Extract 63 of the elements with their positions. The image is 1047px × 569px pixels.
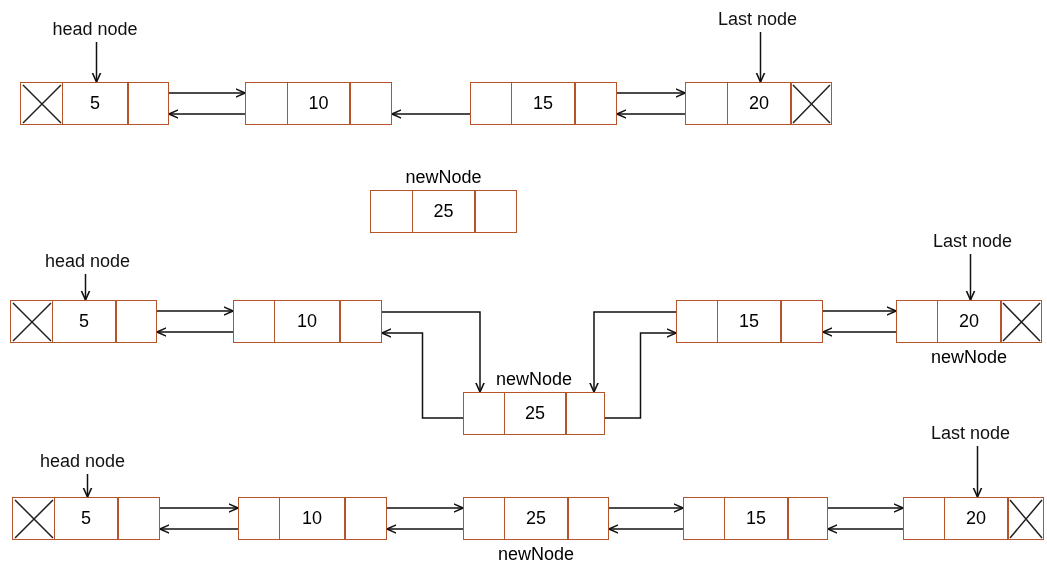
node-heading: newNode [404, 166, 483, 189]
node-value: 5 [53, 497, 119, 540]
pointer-label: Last node [915, 230, 1030, 252]
node-value: 10 [286, 82, 351, 125]
leader-arrow [80, 273, 91, 301]
node-caption: newNode [929, 346, 1009, 369]
pointer-arrow [381, 311, 485, 393]
pointer-arrow [822, 306, 897, 316]
pointer-arrow [156, 306, 234, 316]
pointer-arrow [386, 503, 464, 513]
node-heading: newNode [494, 368, 574, 391]
pointer-label: head node [40, 18, 150, 40]
pointer-arrow [381, 328, 464, 419]
pointer-arrow [156, 327, 234, 337]
list-node [676, 300, 823, 343]
list-node [10, 300, 157, 343]
pointer-arrow [616, 109, 686, 119]
node-value: 25 [503, 392, 567, 435]
pointer-arrow [159, 524, 239, 534]
list-node [685, 82, 832, 125]
pointer-arrow [827, 524, 904, 534]
node-value: 5 [61, 82, 129, 125]
list-node [903, 497, 1044, 540]
pointer-arrow [616, 88, 686, 98]
pointer-arrow [822, 327, 897, 337]
leader-arrow [965, 253, 976, 301]
node-value: 15 [723, 497, 789, 540]
pointer-arrow [827, 503, 904, 513]
list-node [233, 300, 382, 343]
node-value: 10 [278, 497, 346, 540]
leader-arrow [91, 41, 102, 83]
pointer-arrow [608, 503, 684, 513]
node-value: 15 [510, 82, 576, 125]
list-node [12, 497, 160, 540]
node-caption: newNode [496, 543, 576, 566]
pointer-arrow [386, 524, 464, 534]
leader-arrow [755, 31, 766, 83]
pointer-arrow [604, 328, 677, 419]
list-node [683, 497, 828, 540]
list-node [245, 82, 392, 125]
pointer-label: Last node [700, 8, 815, 30]
node-value: 20 [943, 497, 1009, 540]
pointer-arrow [608, 524, 684, 534]
list-node [470, 82, 617, 125]
node-value: 20 [726, 82, 792, 125]
pointer-label: head node [25, 450, 140, 472]
node-value: 20 [936, 300, 1002, 343]
pointer-arrow [391, 109, 471, 119]
node-value: 15 [716, 300, 782, 343]
pointer-label: Last node [913, 422, 1028, 444]
node-value: 5 [51, 300, 117, 343]
node-value: 25 [411, 190, 476, 233]
pointer-label: head node [30, 250, 145, 272]
pointer-arrow [168, 88, 246, 98]
list-node [238, 497, 387, 540]
list-node [20, 82, 169, 125]
node-value: 10 [273, 300, 341, 343]
pointer-arrow [168, 109, 246, 119]
pointer-arrow [589, 311, 677, 393]
leader-arrow [82, 473, 93, 498]
leader-arrow [972, 445, 983, 498]
pointer-arrow [159, 503, 239, 513]
node-value: 25 [503, 497, 569, 540]
